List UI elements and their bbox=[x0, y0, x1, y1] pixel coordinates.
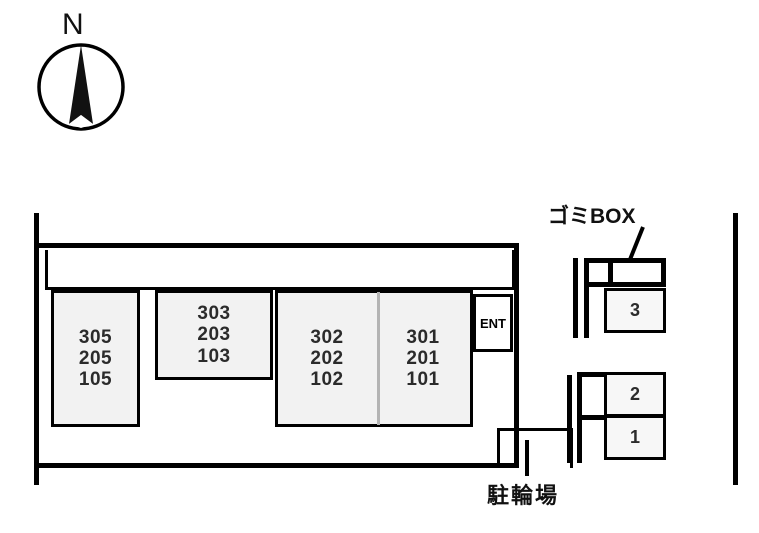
gomi-box-leader-line bbox=[627, 226, 645, 263]
unit-number: 101 bbox=[406, 369, 440, 391]
parking-stall-number: 3 bbox=[629, 300, 640, 320]
boundary-top-horizontal bbox=[34, 243, 519, 248]
unit-block-302-202-102[interactable]: 302 202 102 bbox=[275, 290, 379, 427]
unit-number: 205 bbox=[78, 347, 113, 369]
unit-number: 201 bbox=[406, 347, 440, 369]
unit-number: 202 bbox=[310, 347, 344, 369]
parking-stall-2[interactable]: 2 bbox=[604, 372, 666, 417]
entrance-label: ENT bbox=[480, 315, 506, 331]
site-inner-divider-upper bbox=[573, 258, 578, 338]
unit-number: 302 bbox=[310, 326, 344, 348]
building-right-edge bbox=[514, 248, 519, 463]
gomi-enclosure-top bbox=[584, 258, 666, 263]
gomi-enclosure-bottom bbox=[608, 282, 666, 287]
gomi-enclosure-right bbox=[661, 258, 666, 286]
entrance-box[interactable]: ENT bbox=[473, 294, 513, 352]
boundary-bottom-horizontal bbox=[34, 463, 519, 468]
gomi-enclosure-left-stub bbox=[608, 258, 613, 286]
unit-number: 203 bbox=[197, 324, 231, 346]
corridor-walkway bbox=[45, 250, 515, 290]
bicycle-parking-area[interactable] bbox=[497, 428, 573, 468]
unit-number: 305 bbox=[78, 326, 113, 348]
parking-stall-3[interactable]: 3 bbox=[604, 288, 666, 333]
parking-connector-upper bbox=[584, 282, 608, 287]
compass-north-arrow-icon bbox=[37, 43, 125, 131]
unit-divider-302-301 bbox=[377, 292, 380, 425]
site-inner-divider-lower bbox=[567, 375, 572, 463]
bicycle-parking-leader-line bbox=[525, 440, 529, 476]
unit-number: 103 bbox=[197, 345, 231, 367]
parking-stall-number: 1 bbox=[629, 427, 640, 447]
parking-stall-1[interactable]: 1 bbox=[604, 415, 666, 460]
gomi-box-label: ゴミBOX bbox=[548, 205, 636, 228]
boundary-right-road-line bbox=[733, 213, 738, 485]
unit-number: 303 bbox=[197, 303, 231, 325]
parking-connector-bottom bbox=[577, 415, 607, 420]
unit-number: 105 bbox=[78, 369, 113, 391]
bicycle-parking-label: 駐輪場 bbox=[487, 483, 560, 508]
parking-area-left-wall-upper bbox=[584, 258, 589, 338]
unit-block-301-201-101[interactable]: 301 201 101 bbox=[376, 290, 473, 427]
unit-number: 301 bbox=[406, 326, 440, 348]
unit-block-305-205-105[interactable]: 305 205 105 bbox=[51, 290, 140, 427]
boundary-left-vertical bbox=[34, 213, 39, 485]
unit-number: 102 bbox=[310, 369, 344, 391]
compass-north-label: N bbox=[62, 8, 84, 41]
parking-stall-number: 2 bbox=[629, 384, 640, 404]
unit-block-303-203-103[interactable]: 303 203 103 bbox=[155, 290, 273, 380]
parking-connector-lower bbox=[577, 372, 607, 377]
